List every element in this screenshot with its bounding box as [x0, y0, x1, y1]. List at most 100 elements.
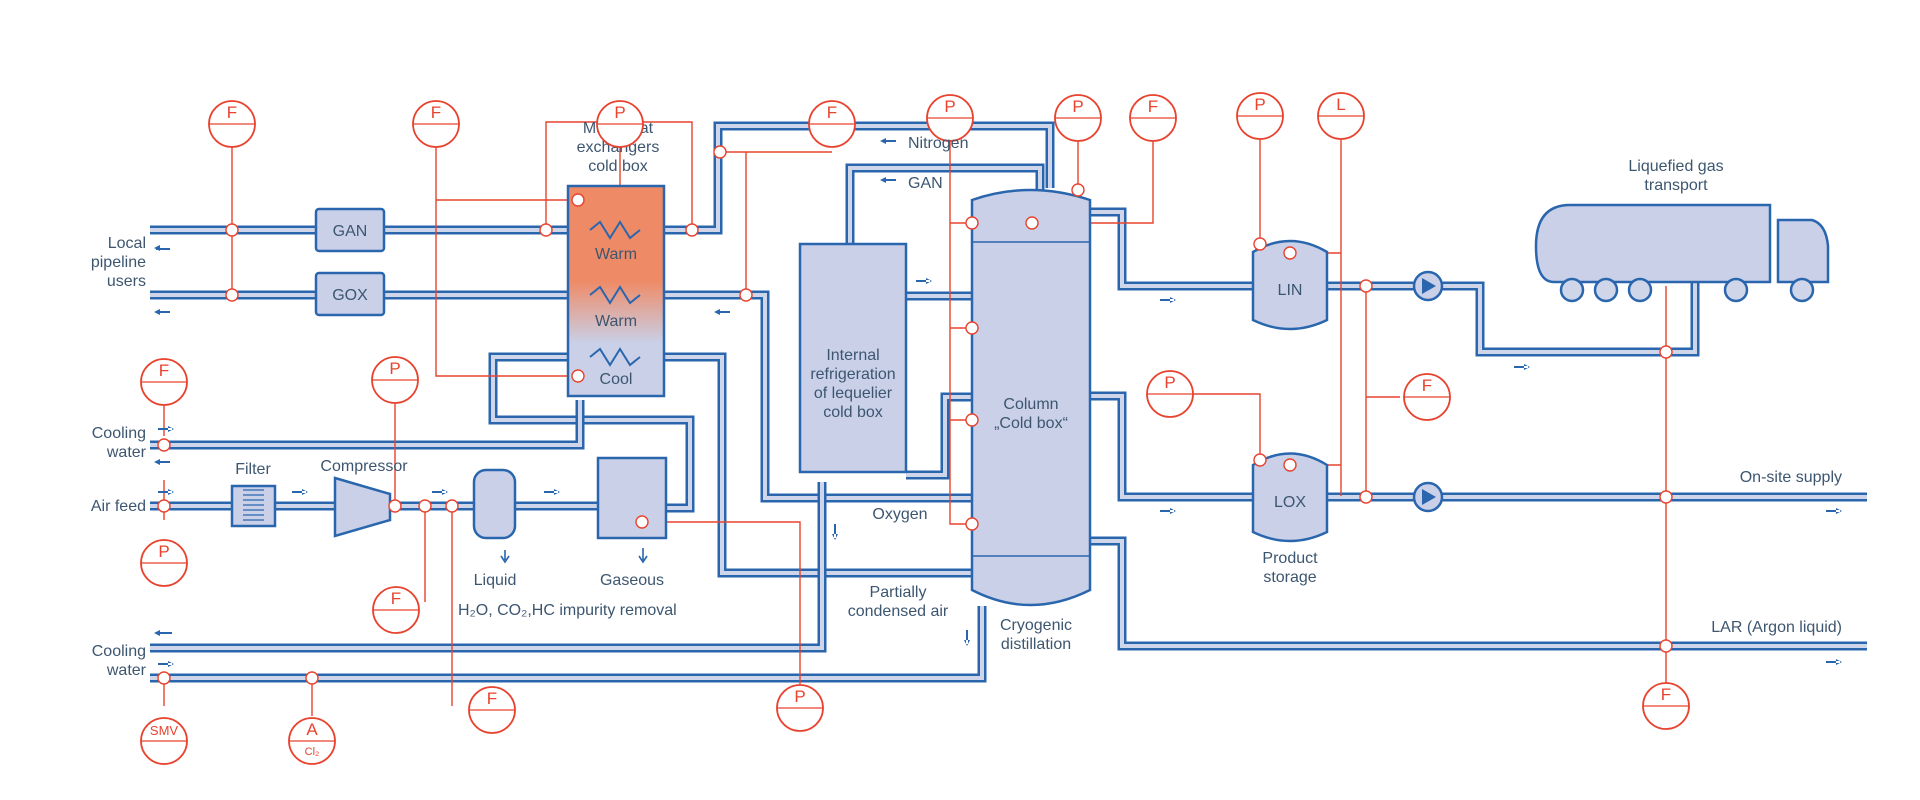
compressor-label: Compressor: [320, 458, 408, 475]
svg-text:Cool: Cool: [600, 371, 633, 388]
svg-text:F: F: [1148, 97, 1158, 116]
svg-text:SMV: SMV: [150, 723, 179, 738]
lin-tank: LIN: [1251, 239, 1329, 331]
svg-text:A: A: [306, 720, 318, 739]
liquid-label: Liquid: [474, 572, 517, 589]
filter-icon: [243, 489, 264, 521]
partially-condensed-label-1: Partially: [870, 584, 927, 601]
gaseous-label: Gaseous: [600, 572, 664, 589]
instrument-p-5: P: [1146, 370, 1194, 418]
svg-text:L: L: [1336, 95, 1345, 114]
instrument-p-1: P: [596, 100, 644, 148]
svg-text:F: F: [431, 103, 441, 122]
partially-condensed-label-2: condensed air: [848, 603, 949, 620]
svg-text:refrigeration: refrigeration: [810, 366, 895, 383]
svg-text:of lequelier: of lequelier: [814, 385, 893, 402]
truck-icon: [1534, 203, 1830, 303]
instrument-f-9: F: [468, 686, 516, 734]
cryogenic-label-2: distillation: [1001, 636, 1071, 653]
svg-text:F: F: [391, 589, 401, 608]
instrument-f-3: F: [808, 100, 856, 148]
instrument-p-3: P: [1054, 94, 1102, 142]
instrument-p-2: P: [926, 94, 974, 142]
instrument-smv: SMV: [140, 717, 188, 765]
svg-text:Warm: Warm: [595, 246, 637, 263]
lox-tank: LOX: [1251, 452, 1329, 543]
svg-text:Column: Column: [1003, 396, 1058, 413]
svg-text:GAN: GAN: [333, 223, 368, 240]
instrument-a: A Cl₂: [288, 717, 336, 765]
pump-icon: [1412, 270, 1444, 513]
svg-text:P: P: [1254, 95, 1265, 114]
cooling-water-top-label-1: Cooling: [92, 425, 146, 442]
svg-text:P: P: [158, 542, 169, 561]
internal-refrigeration-box: Internal refrigeration of lequelier cold…: [798, 242, 908, 474]
svg-text:Internal: Internal: [826, 347, 879, 364]
air-feed-label: Air feed: [91, 498, 146, 515]
gox-box: GOX: [314, 271, 386, 317]
svg-text:P: P: [1164, 373, 1175, 392]
liquefied-transport-label-1: Liquefied gas: [1628, 158, 1723, 175]
instrument-f-5: F: [1403, 373, 1451, 421]
svg-text:P: P: [389, 359, 400, 378]
svg-text:P: P: [1072, 97, 1083, 116]
cooling-water-bottom-label-2: water: [106, 662, 147, 679]
instrument-p-4: P: [1236, 92, 1284, 140]
svg-text:F: F: [159, 361, 169, 380]
svg-text:LIN: LIN: [1278, 282, 1303, 299]
instrument-l-1: L: [1317, 92, 1365, 140]
flow-arrow-icon: [154, 138, 1842, 667]
instrument-p-8: P: [776, 684, 824, 732]
svg-text:P: P: [614, 103, 625, 122]
main-heat-exchanger: Warm Warm Cool: [566, 184, 666, 398]
onsite-supply-label: On-site supply: [1740, 469, 1842, 486]
svg-text:cold box: cold box: [823, 404, 883, 421]
gaseous-separator: [596, 456, 668, 564]
local-pipeline-label-3: users: [107, 273, 146, 290]
local-pipeline-label-1: Local: [108, 235, 146, 252]
cooling-water-top-label-2: water: [106, 444, 147, 461]
svg-text:GOX: GOX: [332, 287, 368, 304]
svg-text:F: F: [1422, 376, 1432, 395]
cryogenic-label-1: Cryogenic: [1000, 617, 1072, 634]
distillation-column: Column „Cold box“: [970, 188, 1092, 607]
svg-text:F: F: [227, 103, 237, 122]
svg-text:Cl₂: Cl₂: [305, 746, 320, 758]
svg-text:„Cold box“: „Cold box“: [994, 415, 1068, 432]
svg-text:P: P: [794, 687, 805, 706]
impurity-removal-label: H₂O, CO₂,HC impurity removal: [458, 602, 677, 619]
instrument-p-6: P: [371, 356, 419, 404]
svg-text:P: P: [944, 97, 955, 116]
compressor-icon: [333, 476, 392, 538]
gan-label: GAN: [908, 175, 943, 192]
svg-text:Warm: Warm: [595, 313, 637, 330]
instrument-p-7: P: [140, 539, 188, 587]
lar-label: LAR (Argon liquid): [1711, 619, 1842, 636]
instrument-f-7: F: [140, 358, 188, 406]
svg-text:LOX: LOX: [1274, 494, 1306, 511]
product-storage-label-1: Product: [1262, 550, 1318, 567]
svg-text:F: F: [827, 103, 837, 122]
heat-exchanger-coil-icon: [589, 220, 641, 240]
instrument-f-1: F: [208, 100, 256, 148]
nitrogen-label: Nitrogen: [908, 135, 968, 152]
svg-text:cold box: cold box: [588, 158, 648, 175]
filter-label: Filter: [235, 461, 271, 478]
instrument-f-2: F: [412, 100, 460, 148]
instrument-f-8: F: [372, 586, 420, 634]
cooling-water-bottom-label-1: Cooling: [92, 643, 146, 660]
liquid-separator: [472, 468, 517, 564]
svg-text:F: F: [487, 689, 497, 708]
liquefied-transport-label-2: transport: [1644, 177, 1708, 194]
oxygen-label: Oxygen: [872, 506, 927, 523]
tap-points: [157, 145, 1673, 685]
gan-box: GAN: [314, 207, 386, 253]
instrument-f-6: F: [1642, 682, 1690, 730]
local-pipeline-label-2: pipeline: [91, 254, 146, 271]
product-storage-label-2: storage: [1263, 569, 1316, 586]
filter: [230, 484, 277, 528]
instrument-f-4: F: [1129, 94, 1177, 142]
svg-text:F: F: [1661, 685, 1671, 704]
pipes: [150, 121, 1867, 683]
